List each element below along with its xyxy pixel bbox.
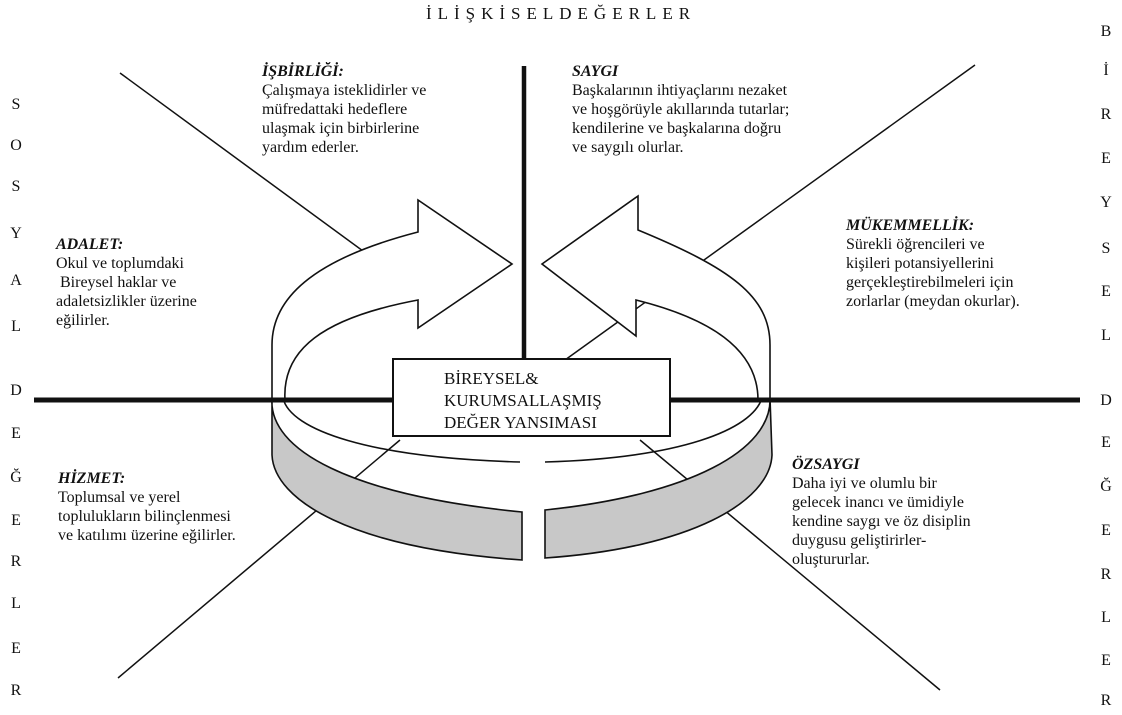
vertical-letter: E: [11, 640, 21, 657]
vertical-letter: R: [1100, 566, 1112, 583]
vertical-letter: Y: [10, 225, 22, 242]
quadrant-text-line: yardım ederler.: [262, 139, 359, 156]
cycle-arrow-band-right: [544, 397, 773, 559]
vertical-letter: E: [11, 512, 21, 529]
quadrant-heading: ADALET:: [56, 236, 124, 253]
cycle-arrow-left: [271, 198, 514, 401]
quadrant-text-line: müfredattaki hedeflere: [262, 101, 408, 118]
diagonal-line-upper-left: [119, 72, 379, 263]
quadrant-isbirligi: İŞBİRLİĞİ: Çalışmaya isteklidirler ve mü…: [262, 62, 426, 157]
vertical-letter: D: [1100, 392, 1112, 409]
vertical-letter: R: [10, 682, 22, 699]
quadrant-heading: SAYGI: [572, 63, 619, 80]
quadrant-hizmet: HİZMET: Toplumsal ve yerel toplulukların…: [58, 469, 236, 545]
quadrant-text-line: ve katılımı üzerine eğilirler.: [58, 527, 236, 544]
vertical-letter: R: [10, 553, 22, 570]
vertical-letter: B: [1100, 23, 1112, 40]
cycle-inner-arc-right: [544, 397, 763, 463]
quadrant-text-line: Bireysel haklar ve: [56, 274, 177, 291]
center-reflection-box: BİREYSEL& KURUMSALLAŞMIŞ DEĞER YANSIMASI: [392, 358, 671, 437]
quadrant-adalet: ADALET: Okul ve toplumdaki Bireysel hakl…: [56, 235, 197, 330]
quadrant-heading: ÖZSAYGI: [792, 456, 860, 473]
quadrant-text-line: duygusu geliştirirler-: [792, 532, 927, 549]
center-box-line: DEĞER YANSIMASI: [444, 413, 597, 432]
center-box-line: BİREYSEL&: [444, 369, 539, 388]
quadrant-text-line: zorlarlar (meydan okurlar).: [846, 293, 1020, 310]
quadrant-text-line: ve saygılı olurlar.: [572, 139, 684, 156]
vertical-letter: R: [1100, 692, 1112, 709]
quadrant-saygi: SAYGI Başkalarının ihtiyaçlarını nezaket…: [572, 62, 789, 157]
quadrant-text-line: Toplumsal ve yerel: [58, 489, 181, 506]
vertical-letter: S: [11, 178, 21, 195]
vertical-letter: L: [1101, 609, 1111, 626]
cycle-arrow-band-left: [271, 397, 523, 561]
vertical-letter: S: [11, 96, 21, 113]
quadrant-text-line: adaletsizlikler üzerine: [56, 293, 197, 310]
quadrant-text-line: oluştururlar.: [792, 551, 870, 568]
cycle-arrow-right: [540, 194, 771, 401]
vertical-letter: E: [11, 425, 21, 442]
vertical-letter: Ğ: [1100, 478, 1112, 495]
quadrant-text-line: ve hoşgörüyle akıllarında tutarlar;: [572, 101, 790, 118]
vertical-letter: D: [10, 382, 22, 399]
quadrant-text-line: kişileri potansiyellerini: [846, 255, 994, 272]
center-box-line: KURUMSALLAŞMIŞ: [444, 391, 602, 410]
quadrant-text-line: kendine saygı ve öz disiplin: [792, 513, 971, 530]
cycle-inner-arc-left: [282, 397, 521, 463]
quadrant-text-line: Çalışmaya isteklidirler ve: [262, 82, 427, 99]
vertical-letter: L: [11, 318, 21, 335]
quadrant-text-line: gerçekleştirebilmeleri için: [846, 274, 1014, 291]
vertical-letter: E: [1101, 652, 1111, 669]
quadrant-text-line: Sürekli öğrencileri ve: [846, 236, 985, 253]
quadrant-heading: HİZMET:: [58, 470, 126, 487]
quadrant-text-line: eğilirler.: [56, 312, 110, 329]
quadrant-heading: MÜKEMMELLİK:: [846, 217, 975, 234]
vertical-letter: E: [1101, 283, 1111, 300]
vertical-letter: O: [10, 137, 22, 154]
quadrant-text-line: ulaşmak için birbirlerine: [262, 120, 420, 137]
vertical-letter: L: [11, 595, 21, 612]
quadrant-text-line: gelecek inancı ve ümidiyle: [792, 494, 964, 511]
vertical-letter: E: [1101, 522, 1111, 539]
vertical-letter: E: [1101, 434, 1111, 451]
vertical-letter: R: [1100, 106, 1112, 123]
diagram-title: İLİŞKİSELDEĞERLER: [425, 4, 697, 23]
vertical-letter: E: [1101, 150, 1111, 167]
quadrant-text-line: kendilerine ve başkalarına doğru: [572, 120, 782, 137]
quadrant-text-line: Okul ve toplumdaki: [56, 255, 184, 272]
vertical-letter: S: [1101, 240, 1111, 257]
vertical-letter: L: [1101, 327, 1111, 344]
quadrant-heading: İŞBİRLİĞİ:: [262, 63, 344, 80]
vertical-letter: A: [10, 272, 22, 289]
quadrant-text-line: toplulukların bilinçlenmesi: [58, 508, 231, 525]
vertical-letter: Ğ: [10, 469, 22, 486]
vertical-letter: İ: [1103, 62, 1109, 79]
quadrant-ozsaygi: ÖZSAYGI Daha iyi ve olumlu bir gelecek i…: [792, 455, 971, 569]
vertical-letter: Y: [1100, 194, 1112, 211]
quadrant-text-line: Daha iyi ve olumlu bir: [792, 475, 937, 492]
quadrant-text-line: Başkalarının ihtiyaçlarını nezaket: [572, 82, 788, 99]
quadrant-mukemmellik: MÜKEMMELLİK: Sürekli öğrencileri ve kişi…: [846, 216, 1020, 311]
